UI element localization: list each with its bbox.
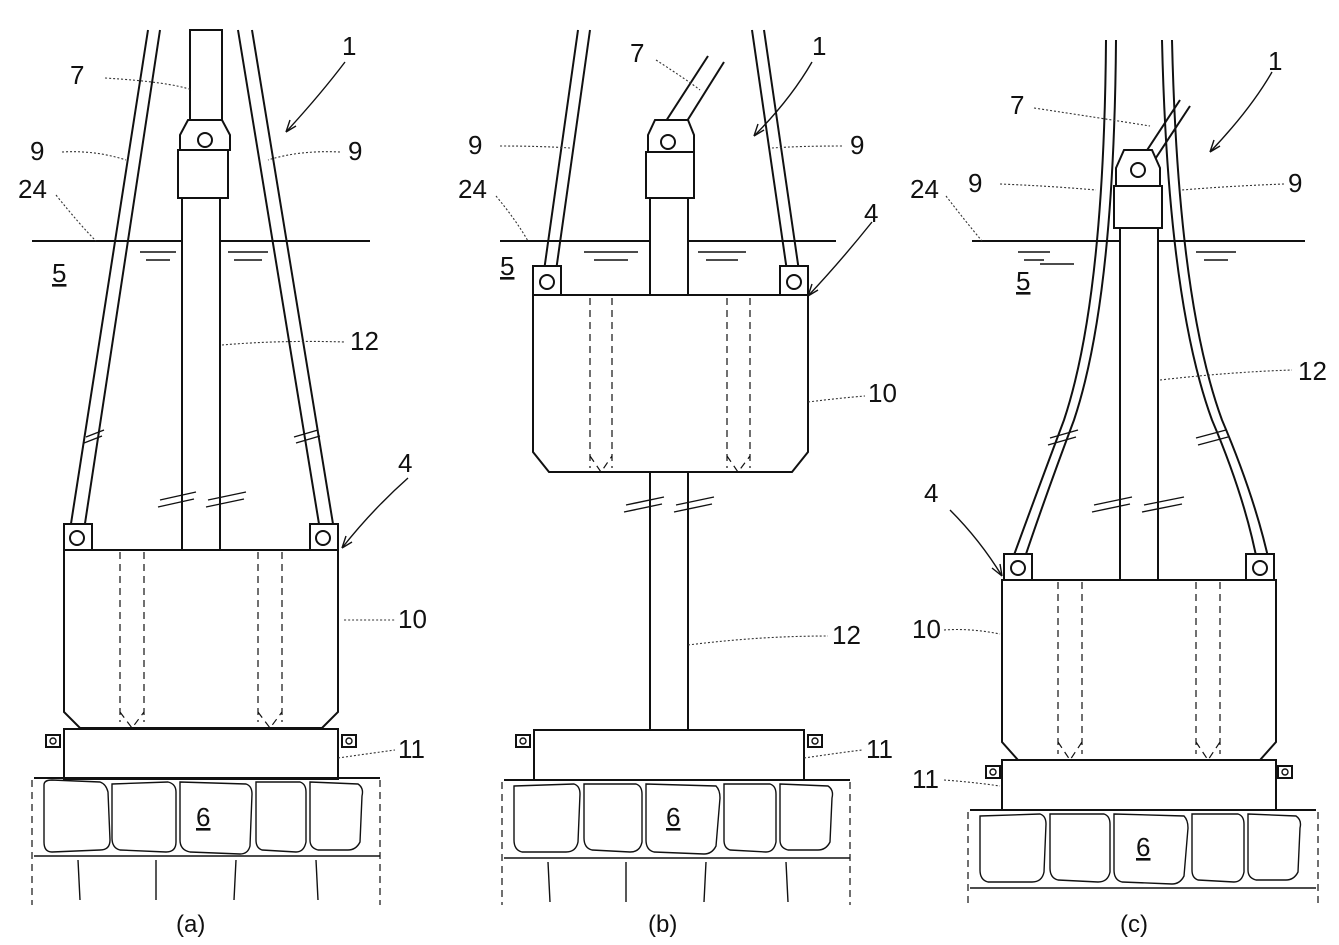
left-rope bbox=[1009, 39, 1107, 567]
label-water-a: 5 bbox=[52, 258, 66, 288]
label-tube-a: 12 bbox=[350, 326, 379, 356]
bag-body bbox=[1001, 579, 1277, 761]
label-base-a: 11 bbox=[398, 734, 425, 764]
label-water-line-b: 24 bbox=[458, 174, 487, 204]
bag-body bbox=[532, 294, 809, 473]
label-rig-b: 1 bbox=[812, 31, 826, 61]
suspension-pipe bbox=[189, 29, 223, 131]
label-water-line-c: 24 bbox=[910, 174, 939, 204]
pipe-head-block bbox=[645, 151, 695, 199]
left-rope bbox=[542, 29, 579, 279]
label-water-b: 5 bbox=[500, 251, 514, 281]
bag-body bbox=[63, 549, 339, 729]
base-block bbox=[1001, 759, 1277, 811]
vertical-tube bbox=[1119, 227, 1159, 587]
label-water-c: 5 bbox=[1016, 266, 1030, 296]
label-bag-b: 10 bbox=[868, 378, 897, 408]
label-bag-c: 10 bbox=[912, 614, 941, 644]
label-tube-c: 12 bbox=[1298, 356, 1327, 386]
label-seabed-b: 6 bbox=[666, 802, 680, 832]
label-rope-left-c: 9 bbox=[968, 168, 982, 198]
label-pipe-c: 7 bbox=[1010, 90, 1024, 120]
right-rope bbox=[237, 29, 321, 531]
label-rope-right-a: 9 bbox=[348, 136, 362, 166]
pipe-head-block bbox=[177, 149, 229, 199]
seabed-stones bbox=[31, 777, 381, 905]
label-base-c: 11 bbox=[912, 764, 939, 794]
label-frame-c: 4 bbox=[924, 478, 938, 508]
caption-a: (a) bbox=[176, 911, 205, 938]
label-frame-b: 4 bbox=[864, 198, 878, 228]
label-rope-right-b: 9 bbox=[850, 130, 864, 160]
label-pipe-b: 7 bbox=[630, 38, 644, 68]
vertical-tube bbox=[181, 197, 221, 551]
label-rig-c: 1 bbox=[1268, 46, 1282, 76]
right-rope bbox=[751, 29, 789, 279]
caption-b: (b) bbox=[648, 911, 677, 938]
label-seabed-a: 6 bbox=[196, 802, 210, 832]
seabed-stones bbox=[967, 809, 1319, 905]
left-rope bbox=[69, 29, 149, 531]
panel-b: 1 7 9 9 24 5 4 10 12 11 6 (b) bbox=[458, 29, 897, 938]
label-seabed-c: 6 bbox=[1136, 832, 1150, 862]
caption-c: (c) bbox=[1120, 911, 1148, 938]
base-block bbox=[63, 728, 339, 780]
label-rope-left-a: 9 bbox=[30, 136, 44, 166]
label-bag-a: 10 bbox=[398, 604, 427, 634]
label-pipe-a: 7 bbox=[70, 60, 84, 90]
label-rope-right-c: 9 bbox=[1288, 168, 1302, 198]
label-rope-left-b: 9 bbox=[468, 130, 482, 160]
label-rig-a: 1 bbox=[342, 31, 356, 61]
base-block bbox=[533, 729, 805, 781]
pipe-head-block bbox=[1113, 185, 1163, 229]
label-water-line-a: 24 bbox=[18, 174, 47, 204]
label-frame-a: 4 bbox=[398, 448, 412, 478]
label-tube-b: 12 bbox=[832, 620, 861, 650]
panel-a: 1 7 9 9 24 5 12 4 10 11 6 (a) bbox=[18, 29, 427, 938]
right-rope bbox=[1161, 39, 1259, 567]
panel-c: 1 7 9 9 24 5 12 4 10 11 6 (c) bbox=[910, 39, 1327, 938]
label-base-b: 11 bbox=[866, 734, 893, 764]
seabed-stones bbox=[501, 779, 851, 905]
